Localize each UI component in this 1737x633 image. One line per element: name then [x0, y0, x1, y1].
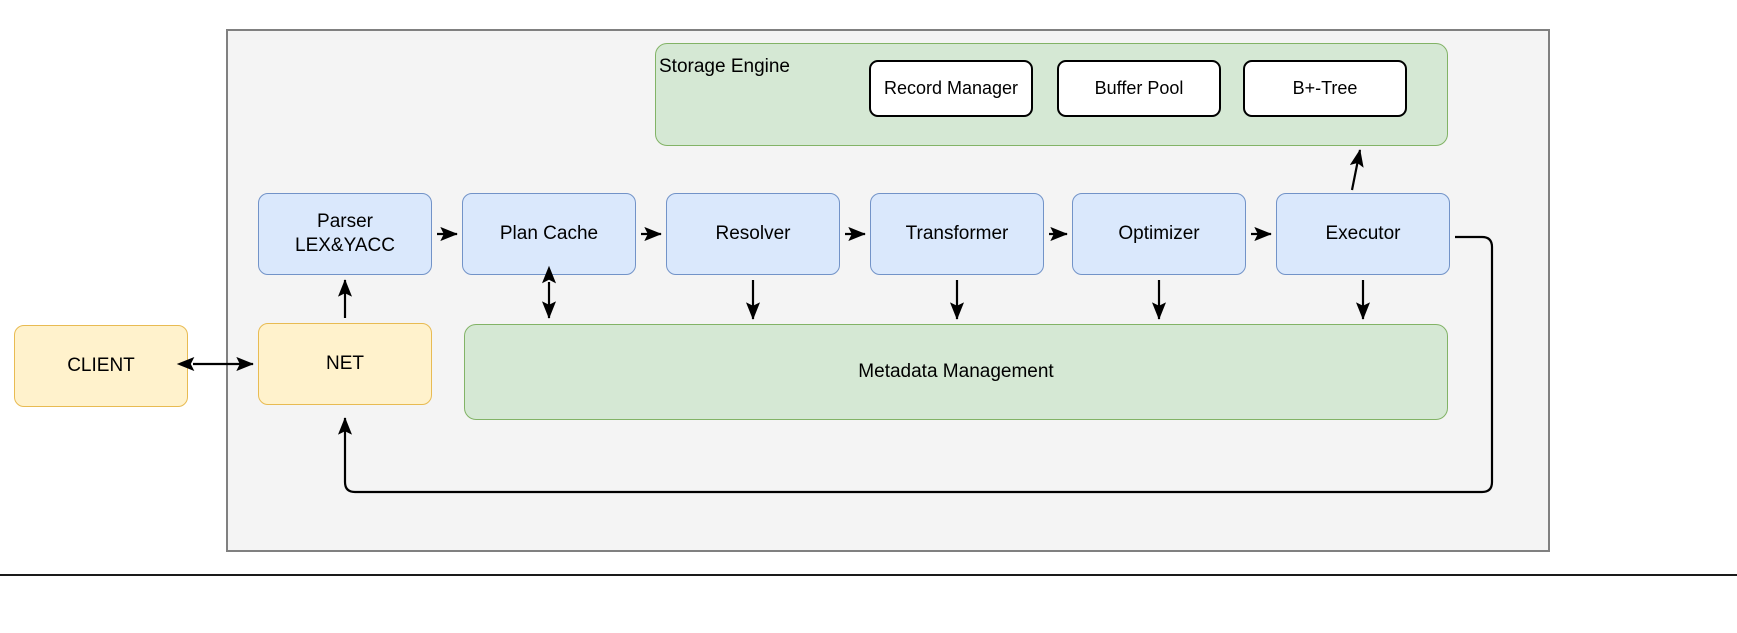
pipeline-stage-executor[interactable]: Executor	[1276, 193, 1450, 275]
metadata-management-band: Metadata Management	[464, 324, 1448, 420]
client-box[interactable]: CLIENT	[14, 325, 188, 407]
pipeline-stage-transformer[interactable]: Transformer	[870, 193, 1044, 275]
pipeline-stage-parser[interactable]: Parser LEX&YACC	[258, 193, 432, 275]
b-plus-tree-box[interactable]: B+-Tree	[1243, 60, 1407, 117]
parser-label-line1: Parser	[317, 211, 373, 233]
net-box[interactable]: NET	[258, 323, 432, 405]
page-divider	[0, 574, 1737, 576]
pipeline-stage-plan-cache[interactable]: Plan Cache	[462, 193, 636, 275]
pipeline-stage-optimizer[interactable]: Optimizer	[1072, 193, 1246, 275]
record-manager-box[interactable]: Record Manager	[869, 60, 1033, 117]
storage-engine-label: Storage Engine	[659, 56, 790, 77]
pipeline-stage-resolver[interactable]: Resolver	[666, 193, 840, 275]
buffer-pool-box[interactable]: Buffer Pool	[1057, 60, 1221, 117]
parser-label-line2: LEX&YACC	[295, 235, 395, 256]
